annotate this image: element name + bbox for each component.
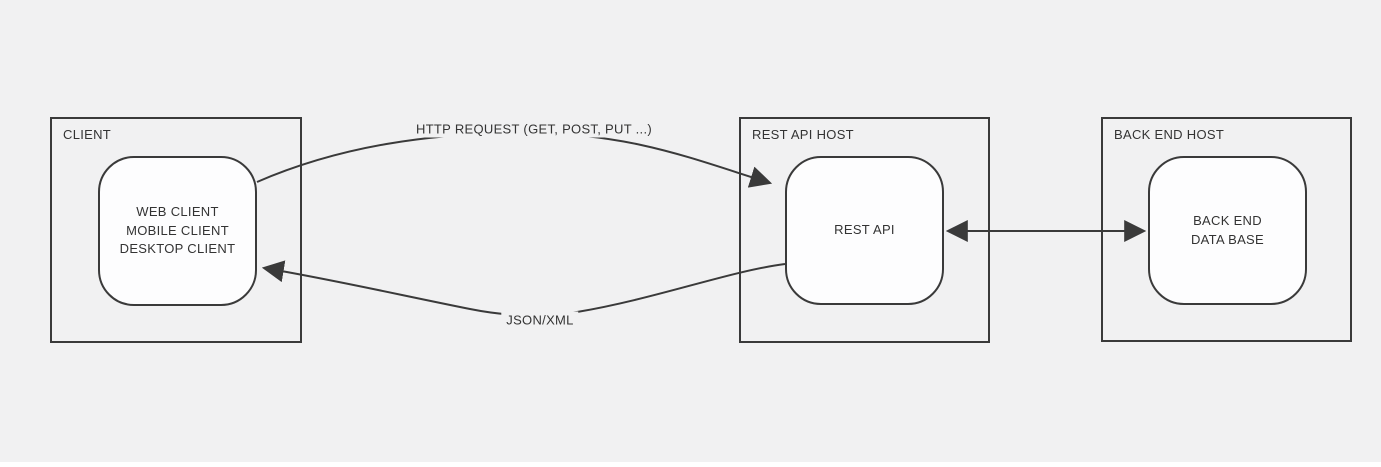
backend-host-box: BACK END HOST BACK END DATA BASE [1101, 117, 1352, 342]
rest-api-host-box: REST API HOST REST API [739, 117, 990, 343]
http-request-label: HTTP REQUEST (GET, POST, PUT ...) [411, 120, 657, 138]
http-request-arrow [256, 131, 773, 188]
client-host-label: CLIENT [63, 127, 112, 142]
client-node-line: WEB CLIENT [136, 204, 219, 220]
backend-node: BACK END DATA BASE [1148, 156, 1307, 305]
json-response-label: JSON/XML [501, 311, 579, 329]
client-node-line: MOBILE CLIENT [126, 222, 229, 238]
client-host-box: CLIENT WEB CLIENT MOBILE CLIENT DESKTOP … [50, 117, 302, 343]
backend-node-line: DATA BASE [1190, 231, 1265, 247]
backend-host-label: BACK END HOST [1114, 127, 1225, 142]
client-node-line: DESKTOP CLIENT [119, 241, 236, 257]
rest-api-host-label: REST API HOST [752, 127, 854, 142]
client-node: WEB CLIENT MOBILE CLIENT DESKTOP CLIENT [98, 156, 257, 306]
backend-node-line: BACK END [1193, 213, 1262, 228]
rest-api-node-line: REST API [834, 222, 895, 238]
bottom-edge-strip [0, 462, 1381, 467]
json-response-arrow [261, 260, 786, 317]
rest-api-node: REST API [785, 156, 944, 305]
